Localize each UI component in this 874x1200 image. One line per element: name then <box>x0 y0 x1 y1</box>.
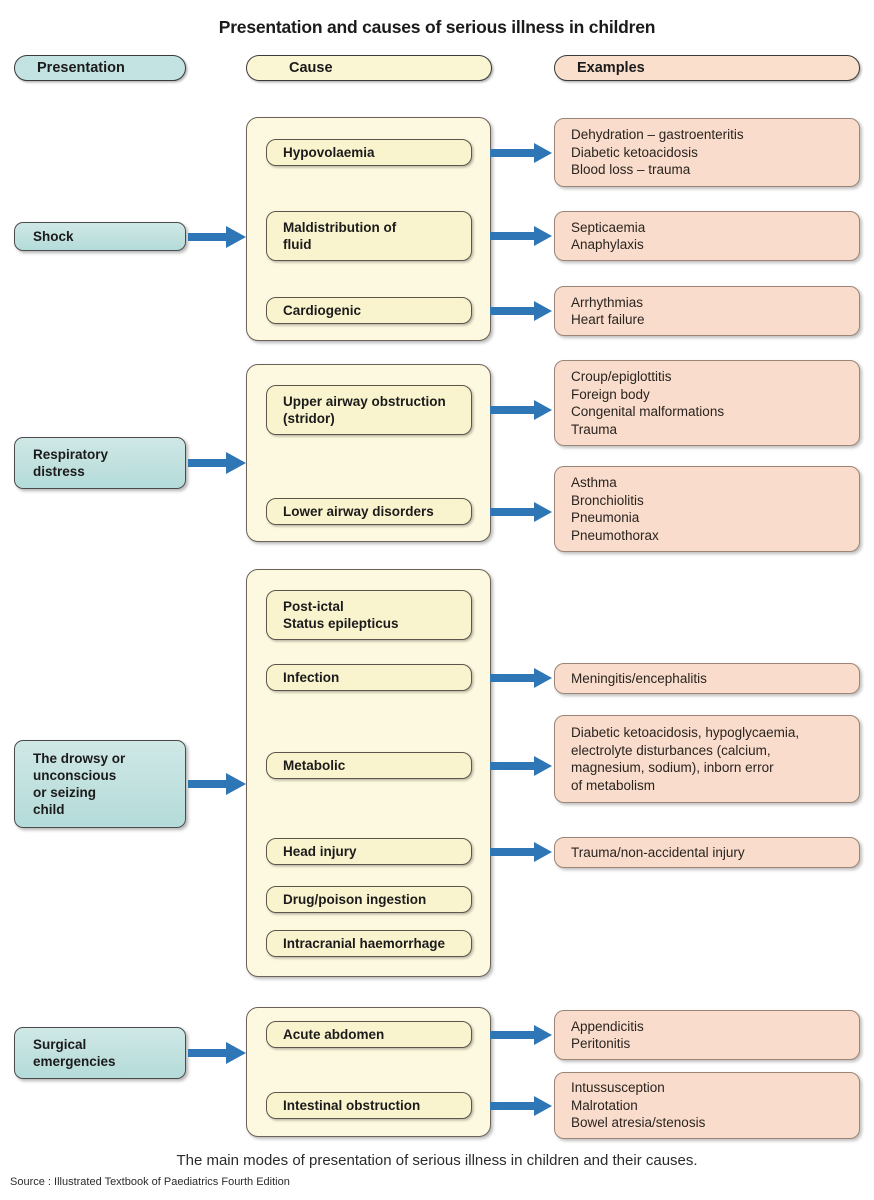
cause-box-head-injury: Head injury <box>266 838 472 865</box>
arrow-cause-to-example-3b <box>490 756 552 776</box>
arrow-cause-to-example-4a <box>490 1025 552 1045</box>
arrow-cause-to-example-2b <box>490 502 552 522</box>
example-box-metabolic-causes: Diabetic ketoacidosis, hypoglycaemia, el… <box>554 715 860 803</box>
example-line: Bowel atresia/stenosis <box>571 1115 706 1131</box>
figure-source: Source : Illustrated Textbook of Paediat… <box>10 1176 290 1188</box>
example-line: Anaphylaxis <box>571 237 644 252</box>
example-box-shock-hypovolaemia: Dehydration – gastroenteritis Diabetic k… <box>554 118 860 187</box>
cause-label: Drug/poison ingestion <box>283 892 427 907</box>
page-title: Presentation and causes of serious illne… <box>218 17 656 37</box>
arrow-cause-to-example-1a <box>490 143 552 163</box>
column-header-presentation-label: Presentation <box>37 60 125 76</box>
cause-box-post-ictal-status-epilepticus: Post-ictal Status epilepticus <box>266 590 472 640</box>
cause-box-infection: Infection <box>266 664 472 691</box>
presentation-label: Surgical emergencies <box>33 1037 116 1069</box>
example-line: Malrotation <box>571 1097 638 1113</box>
example-box-upper-airway: Croup/epiglottitis Foreign body Congenit… <box>554 360 860 446</box>
cause-box-hypovolaemia: Hypovolaemia <box>266 139 472 166</box>
column-header-presentation: Presentation <box>14 55 186 81</box>
example-box-acute-abdomen: Appendicitis Peritonitis <box>554 1010 860 1060</box>
presentation-label: The drowsy or unconscious or seizing chi… <box>33 751 126 817</box>
cause-label: Intracranial haemorrhage <box>283 936 446 951</box>
example-line: Asthma <box>571 475 617 490</box>
cause-label: Lower airway disorders <box>283 504 434 519</box>
cause-label: Head injury <box>283 844 357 859</box>
example-line: electrolyte disturbances (calcium, <box>571 742 771 758</box>
example-line: Trauma/non-accidental injury <box>571 844 745 860</box>
column-header-examples-label: Examples <box>577 60 645 76</box>
cause-box-lower-airway-disorders: Lower airway disorders <box>266 498 472 525</box>
example-line: Arrhythmias <box>571 294 644 310</box>
cause-label: Hypovolaemia <box>283 145 375 160</box>
example-line: Diabetic ketoacidosis <box>571 144 698 160</box>
cause-box-upper-airway-obstruction: Upper airway obstruction (stridor) <box>266 385 472 435</box>
cause-label: Post-ictal Status epilepticus <box>283 599 399 631</box>
example-box-shock-maldistribution: Septicaemia Anaphylaxis <box>554 211 860 261</box>
example-line: Foreign body <box>571 386 650 402</box>
example-line: magnesium, sodium), inborn error <box>571 760 774 775</box>
cause-box-maldistribution-of-fluid: Maldistribution of fluid <box>266 211 472 261</box>
arrow-cause-to-example-4b <box>490 1096 552 1116</box>
example-line: Bronchiolitis <box>571 492 644 508</box>
cause-box-acute-abdomen: Acute abdomen <box>266 1021 472 1048</box>
arrow-cause-to-example-1c <box>490 301 552 321</box>
example-line: Peritonitis <box>571 1036 631 1051</box>
example-line: Septicaemia <box>571 219 646 235</box>
presentation-label: Respiratory distress <box>33 447 109 479</box>
figure-caption: The main modes of presentation of seriou… <box>176 1152 698 1169</box>
cause-label: Intestinal obstruction <box>283 1098 421 1113</box>
arrow-presentation-to-cause-4 <box>188 1042 246 1064</box>
arrow-cause-to-example-1b <box>490 226 552 246</box>
example-line: Pneumothorax <box>571 527 659 543</box>
cause-label: Acute abdomen <box>283 1027 385 1042</box>
cause-box-metabolic: Metabolic <box>266 752 472 779</box>
presentation-box-surgical-emergencies: Surgical emergencies <box>14 1027 186 1079</box>
cause-label: Maldistribution of fluid <box>283 220 397 252</box>
example-line: Pneumonia <box>571 510 640 525</box>
example-line: Intussusception <box>571 1080 665 1096</box>
example-line: Meningitis/encephalitis <box>571 670 707 686</box>
presentation-box-respiratory-distress: Respiratory distress <box>14 437 186 489</box>
example-line: Blood loss – trauma <box>571 162 691 178</box>
arrow-cause-to-example-3a <box>490 668 552 688</box>
cause-box-cardiogenic: Cardiogenic <box>266 297 472 324</box>
arrow-presentation-to-cause-3 <box>188 773 246 795</box>
presentation-box-drowsy-unconscious-seizing-child: The drowsy or unconscious or seizing chi… <box>14 740 186 828</box>
example-box-shock-cardiogenic: Arrhythmias Heart failure <box>554 286 860 336</box>
example-line: Congenital malformations <box>571 404 725 419</box>
example-line: Trauma <box>571 421 618 437</box>
example-line: Appendicitis <box>571 1018 644 1034</box>
column-header-examples: Examples <box>554 55 860 81</box>
example-line: Heart failure <box>571 312 645 327</box>
example-line: Croup/epiglottitis <box>571 369 672 384</box>
cause-box-drug-poison-ingestion: Drug/poison ingestion <box>266 886 472 913</box>
arrow-presentation-to-cause-1 <box>188 226 246 248</box>
arrow-presentation-to-cause-2 <box>188 452 246 474</box>
cause-label: Metabolic <box>283 758 346 773</box>
example-box-intestinal-obstruction: Intussusception Malrotation Bowel atresi… <box>554 1072 860 1139</box>
arrow-cause-to-example-3c <box>490 842 552 862</box>
example-box-lower-airway: Asthma Bronchiolitis Pneumonia Pneumotho… <box>554 466 860 552</box>
cause-box-intracranial-haemorrhage: Intracranial haemorrhage <box>266 930 472 957</box>
presentation-label: Shock <box>33 229 74 244</box>
cause-label: Cardiogenic <box>283 303 362 318</box>
example-box-trauma-nai: Trauma/non-accidental injury <box>554 837 860 868</box>
presentation-box-shock: Shock <box>14 222 186 251</box>
example-box-meningitis: Meningitis/encephalitis <box>554 663 860 694</box>
arrow-cause-to-example-2a <box>490 400 552 420</box>
cause-box-intestinal-obstruction: Intestinal obstruction <box>266 1092 472 1119</box>
example-line: Dehydration – gastroenteritis <box>571 127 744 143</box>
column-header-cause-label: Cause <box>289 60 333 76</box>
cause-label: Upper airway obstruction (stridor) <box>283 394 446 426</box>
cause-label: Infection <box>283 670 340 685</box>
example-line: Diabetic ketoacidosis, hypoglycaemia, <box>571 725 800 740</box>
example-line: of metabolism <box>571 777 656 793</box>
column-header-cause: Cause <box>246 55 492 81</box>
